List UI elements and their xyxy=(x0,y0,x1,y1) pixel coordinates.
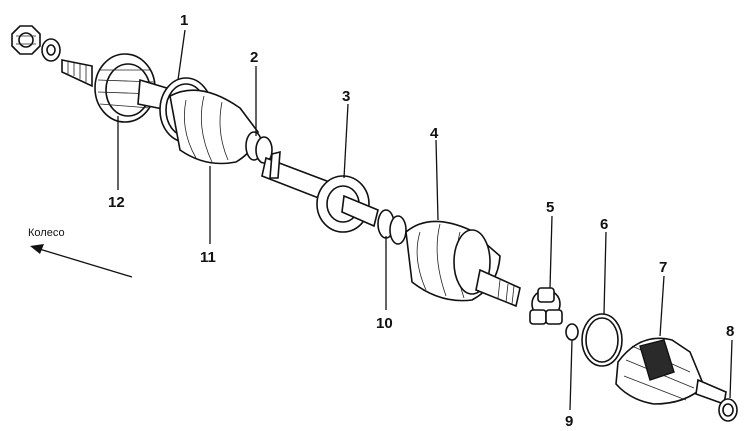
boot-clamp-inner-small xyxy=(377,209,407,245)
end-circlip xyxy=(718,398,738,422)
callout-3: 3 xyxy=(342,88,350,105)
callout-12: 12 xyxy=(108,194,125,211)
hub-nut xyxy=(11,25,41,55)
callout-10: 10 xyxy=(376,315,393,332)
leader-lines xyxy=(117,29,733,411)
dynamic-damper xyxy=(316,175,379,233)
tripod-joint xyxy=(529,287,563,325)
outer-boot xyxy=(169,89,259,165)
callout-11: 11 xyxy=(200,249,216,266)
washer xyxy=(41,38,61,62)
callout-1: 1 xyxy=(180,12,188,29)
snap-ring xyxy=(565,323,579,341)
callout-9: 9 xyxy=(565,413,573,430)
callout-4: 4 xyxy=(430,125,439,142)
direction-arrow xyxy=(30,244,133,278)
callout-8: 8 xyxy=(726,323,734,340)
callout-6: 6 xyxy=(600,216,608,233)
outer-cv-joint xyxy=(61,53,181,123)
direction-label: Колесо xyxy=(28,227,65,239)
inner-shaft-end xyxy=(475,268,521,308)
o-ring xyxy=(581,313,623,367)
boot-clamp-small xyxy=(245,131,273,164)
callout-7: 7 xyxy=(659,259,667,276)
inner-joint-housing xyxy=(615,337,727,406)
callout-2: 2 xyxy=(250,49,258,66)
callout-5: 5 xyxy=(546,199,554,216)
